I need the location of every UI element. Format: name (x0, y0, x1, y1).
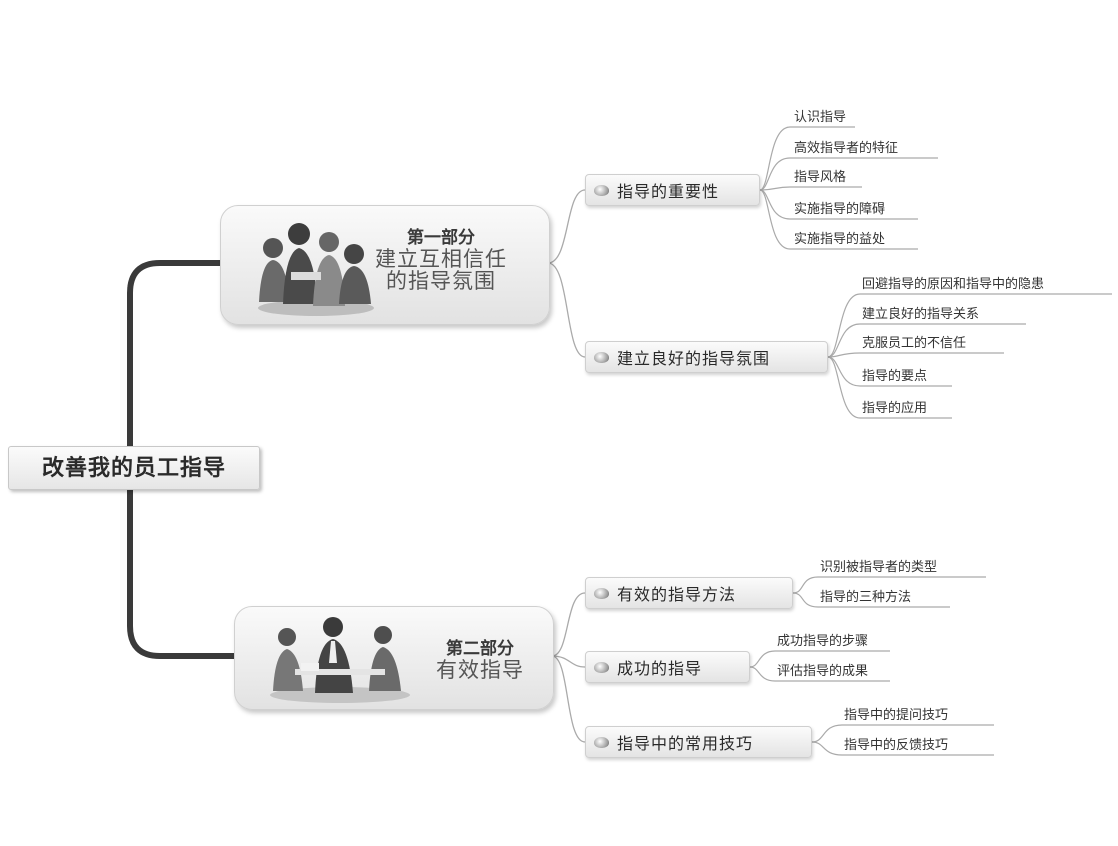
leaf-item[interactable]: 指导的应用 (862, 401, 928, 416)
leaf-item[interactable]: 指导的三种方法 (820, 590, 912, 605)
leaf-item[interactable]: 高效指导者的特征 (794, 141, 899, 156)
part-1-subtitle-line-2: 的指导氛围 (386, 269, 496, 293)
topic-importance-node[interactable]: 指导的重要性 (585, 174, 760, 206)
topic-label: 建立良好的指导氛围 (617, 349, 771, 368)
leaf-item[interactable]: 指导中的反馈技巧 (844, 738, 949, 753)
leaf-item[interactable]: 克服员工的不信任 (862, 336, 967, 351)
part-2-title: 第二部分 (446, 639, 514, 659)
leaf-item[interactable]: 指导风格 (794, 170, 847, 185)
people-group-image (258, 223, 374, 316)
topic-label: 成功的指导 (617, 659, 703, 678)
topic-atmosphere-node[interactable]: 建立良好的指导氛围 (585, 341, 828, 373)
bullet-icon (594, 736, 609, 748)
leaf-item[interactable]: 实施指导的障碍 (794, 202, 886, 217)
leaf-item[interactable]: 识别被指导者的类型 (820, 560, 938, 575)
root-label: 改善我的员工指导 (41, 455, 226, 481)
topic-label: 指导的重要性 (617, 182, 720, 201)
part-1-subtitle-line-1: 建立互相信任 (375, 247, 507, 271)
leaf-item[interactable]: 回避指导的原因和指导中的隐患 (862, 277, 1045, 292)
part-1-node[interactable]: 第一部分 建立互相信任 的指导氛围 (220, 205, 550, 325)
topic-success-node[interactable]: 成功的指导 (585, 651, 750, 683)
topic-label: 有效的指导方法 (617, 585, 737, 604)
topic-methods-node[interactable]: 有效的指导方法 (585, 577, 793, 609)
meeting-people-image (270, 617, 410, 703)
bullet-icon (594, 661, 609, 673)
topic-label: 指导中的常用技巧 (617, 734, 754, 753)
leaf-item[interactable]: 指导的要点 (862, 369, 928, 384)
leaf-item[interactable]: 实施指导的益处 (794, 232, 886, 247)
leaf-item[interactable]: 成功指导的步骤 (777, 634, 869, 649)
part-2-subtitle-line-1: 有效指导 (436, 658, 524, 682)
bullet-icon (594, 184, 609, 196)
bullet-icon (594, 351, 609, 363)
part-1-title: 第一部分 (407, 228, 475, 248)
part-2-node[interactable]: 第二部分 有效指导 (234, 606, 554, 710)
leaf-item[interactable]: 指导中的提问技巧 (844, 708, 949, 723)
leaf-item[interactable]: 建立良好的指导关系 (862, 307, 980, 322)
leaf-item[interactable]: 认识指导 (794, 110, 847, 125)
leaf-item[interactable]: 评估指导的成果 (777, 664, 869, 679)
root-node[interactable]: 改善我的员工指导 (8, 446, 260, 490)
bullet-icon (594, 587, 609, 599)
topic-skills-node[interactable]: 指导中的常用技巧 (585, 726, 812, 758)
